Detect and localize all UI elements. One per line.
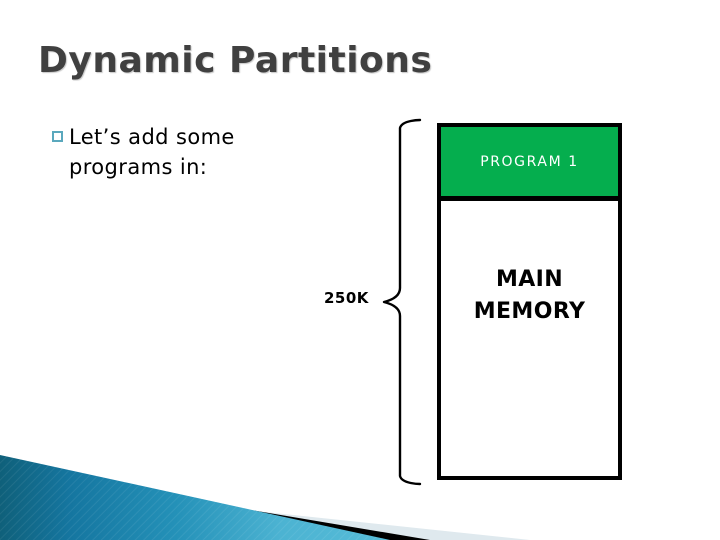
hollow-square-bullet-icon <box>52 131 63 142</box>
memory-size-label: 250K <box>324 289 369 307</box>
bullet-item-label: Let’s add some programs in: <box>69 125 235 180</box>
memory-free-space: MAIN MEMORY <box>441 201 618 476</box>
decoration-teal-wedge <box>0 455 390 540</box>
curly-brace-icon <box>382 118 422 486</box>
list-item: Let’s add some programs in: <box>52 122 322 183</box>
main-memory-label: MAIN MEMORY <box>473 267 586 324</box>
memory-block-program-1: PROGRAM 1 <box>441 127 618 201</box>
memory-block-label: PROGRAM 1 <box>480 153 579 170</box>
decoration-pale-band <box>0 484 530 540</box>
decoration-teal-texture <box>0 455 390 540</box>
decoration-black-stripe <box>0 468 430 540</box>
bullet-list: Let’s add some programs in: <box>52 122 322 183</box>
main-memory-diagram: PROGRAM 1 MAIN MEMORY <box>437 123 622 480</box>
page-title: Dynamic Partitions <box>38 40 433 81</box>
